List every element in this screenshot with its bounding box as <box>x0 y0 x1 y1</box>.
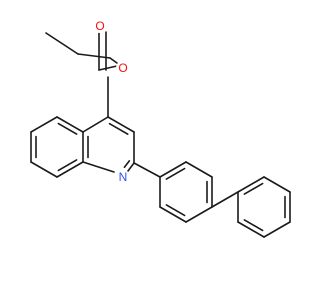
bond-term-phenyl-4-inner <box>243 219 264 232</box>
atom-o-ester: O <box>116 61 130 75</box>
atom-label-layer: O O N <box>93 19 130 184</box>
bond-c4a-c4 <box>82 116 109 133</box>
atom-n-ring: N <box>116 170 130 184</box>
atom-label-o-ester: O <box>118 61 127 75</box>
bond-mid-phenyl-1 <box>185 161 213 178</box>
bond-c7-c8 <box>30 161 58 178</box>
bond-mid-phenyl-4-inner <box>165 204 186 217</box>
bond-term-phenyl-0-inner <box>243 182 264 195</box>
bond-c2-n-inner <box>123 160 131 168</box>
atom-label-n-ring: N <box>119 170 128 184</box>
bond-c8-c8a <box>56 161 84 178</box>
bond-c4a-c5-inner <box>57 122 78 135</box>
bond-c5-c6 <box>30 116 58 133</box>
bond-c8-c8a-inner <box>57 159 78 172</box>
molecule-diagram: O O N <box>30 19 291 238</box>
bond-mid-phenyl-3 <box>185 206 213 223</box>
bond-mid-phenyl-0 <box>159 161 187 178</box>
bond-mid-phenyl-0-inner <box>165 167 186 180</box>
bond-n-c8a <box>82 161 115 173</box>
bond-c4-c3 <box>107 116 135 133</box>
bond-term-phenyl-3 <box>263 221 291 238</box>
bond-c2-n <box>127 162 135 172</box>
bond-c2-phenyl <box>133 162 161 178</box>
bond-term-phenyl-1 <box>263 176 291 193</box>
bond-c4a-c5 <box>56 116 84 133</box>
bond-o-carbonyl-c <box>98 65 118 71</box>
atom-o-carbonyl: O <box>93 19 107 33</box>
bond-term-phenyl-0 <box>237 176 265 193</box>
structure-canvas: O O N <box>30 19 291 238</box>
bond-ch2-o <box>109 57 118 64</box>
bond-mid-phenyl-4 <box>159 206 187 223</box>
bond-biphenyl-link <box>211 191 239 208</box>
bond-ethyl-ch2 <box>77 53 111 59</box>
atom-label-o-carbonyl: O <box>95 19 104 33</box>
bond-ethyl-ch3 <box>45 32 79 55</box>
bond-layer <box>30 31 291 238</box>
bond-term-phenyl-4 <box>237 221 265 238</box>
bond-c4-c3-inner <box>108 122 129 135</box>
